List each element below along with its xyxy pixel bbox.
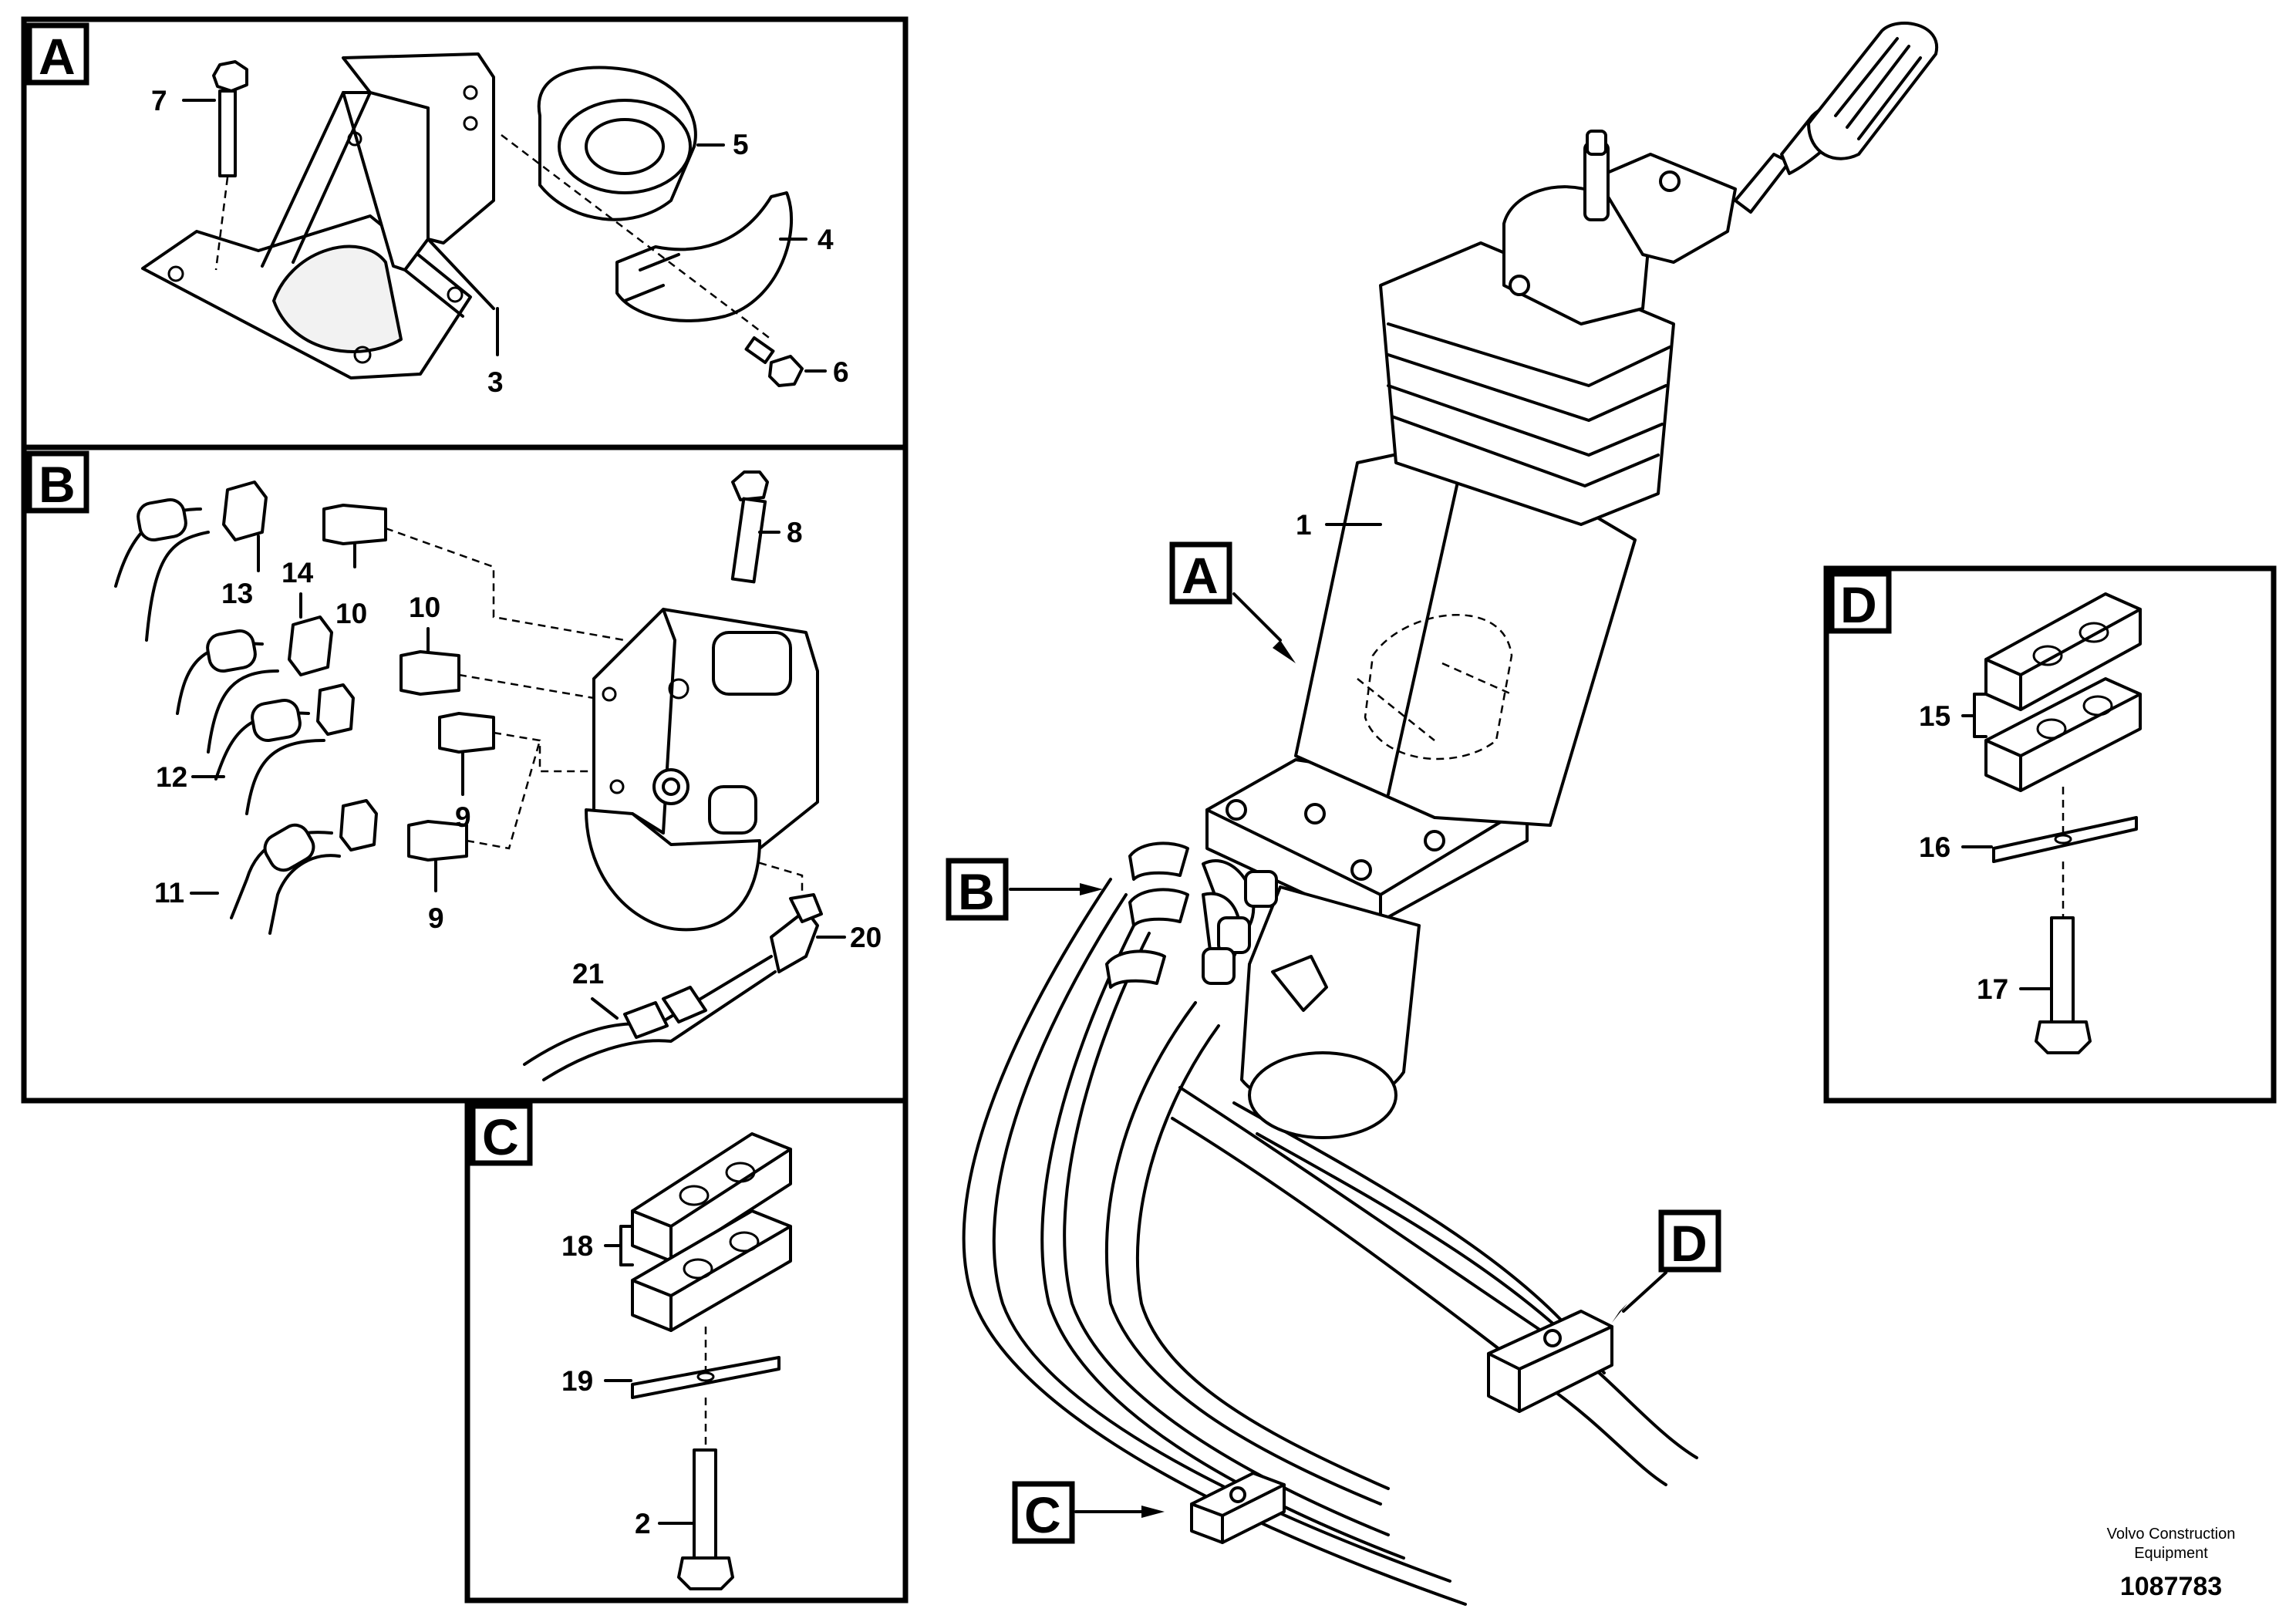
hose-nuts (222, 481, 378, 851)
main-assembly: A B C D 1 (946, 22, 1939, 1606)
panel-d: D 15 16 17 (1823, 565, 2277, 1104)
panel-b-label: B (39, 456, 76, 513)
bolt-part-6 (501, 134, 804, 387)
panel-c-label: C (482, 1108, 519, 1165)
part-number-20: 20 (850, 922, 882, 953)
part-number-16: 16 (1919, 831, 1950, 863)
callout-c-tag (1012, 1481, 1075, 1544)
part-number-6: 6 (833, 356, 849, 388)
part-number-15: 15 (1919, 700, 1950, 732)
callout-d-tag (1658, 1209, 1721, 1273)
callout-d-label: D (1671, 1215, 1708, 1272)
tube-clamp-d (1487, 1310, 1613, 1413)
panel-a-tag (26, 22, 89, 86)
credit-line-1: Volvo Construction (2107, 1526, 2236, 1543)
panel-b: B (21, 444, 909, 1104)
panel-c: C 18 19 2 (464, 1098, 909, 1603)
part-number-1: 1 (1296, 509, 1312, 541)
part-number-12: 12 (156, 761, 187, 793)
hoses-panel-b (114, 498, 341, 935)
panel-d-tag (1829, 571, 1892, 634)
credit-line-2: Equipment (2134, 1545, 2208, 1562)
hose-clamp-c (1190, 1472, 1286, 1544)
part-number-19: 19 (561, 1365, 593, 1397)
callout-a: A (1169, 541, 1296, 663)
joystick-knob (1734, 22, 1939, 214)
bolt-part-7 (212, 60, 248, 271)
part-number-21: 21 (572, 958, 604, 990)
document-number: 1087783 (2120, 1572, 2222, 1601)
callout-b-label: B (958, 863, 995, 920)
plate-part-16 (1992, 816, 2138, 863)
part-number-3: 3 (487, 366, 504, 398)
callout-c-label: C (1024, 1486, 1061, 1543)
callout-d: D (1612, 1209, 1721, 1323)
clamp-halves-part-18 (631, 1132, 792, 1332)
callout-b-tag (946, 858, 1009, 921)
bolt-part-2 (677, 1448, 734, 1590)
part-number-4: 4 (818, 224, 834, 255)
part-number-2: 2 (635, 1508, 651, 1539)
part-number-7: 7 (151, 85, 167, 116)
part-number-11: 11 (154, 877, 184, 909)
part-number-13: 13 (221, 578, 253, 609)
part-number-10b: 10 (409, 592, 440, 623)
clamp-part-4 (615, 191, 794, 322)
callout-b: B (946, 858, 1103, 921)
bracket-part-3 (141, 52, 495, 379)
credit-block: Volvo Construction Equipment 1087783 (2107, 1526, 2236, 1601)
steering-valve-main (1105, 841, 1421, 1139)
panel-b-tag (26, 450, 89, 514)
callout-a-tag (1169, 541, 1232, 605)
callout-c: C (1012, 1481, 1165, 1544)
clamp-cover-part-5 (537, 66, 697, 221)
steering-unit (585, 608, 819, 932)
bolt-part-8 (730, 470, 769, 584)
part-number-9a: 9 (455, 801, 471, 833)
panel-d-label: D (1840, 576, 1877, 633)
callout-a-label: A (1182, 547, 1219, 604)
joystick-head (1502, 130, 1737, 325)
part-number-8: 8 (787, 517, 803, 548)
joystick-housing (1294, 438, 1637, 827)
panel-c-tag (470, 1103, 533, 1166)
part-number-9b: 9 (428, 902, 444, 934)
part-number-18: 18 (561, 1230, 593, 1262)
hose-part-21 (523, 955, 777, 1081)
part-number-14: 14 (282, 557, 314, 588)
clamp-halves-part-15 (1984, 592, 2142, 792)
panel-a-label: A (39, 28, 76, 85)
bolt-part-17 (2035, 916, 2092, 1054)
panel-a: A (21, 16, 909, 450)
elbow-part-20 (770, 893, 823, 973)
part-number-5: 5 (733, 129, 749, 160)
adapters-part-9-10 (322, 504, 495, 862)
part-number-10a: 10 (335, 598, 367, 629)
part-number-17: 17 (1977, 973, 2008, 1005)
